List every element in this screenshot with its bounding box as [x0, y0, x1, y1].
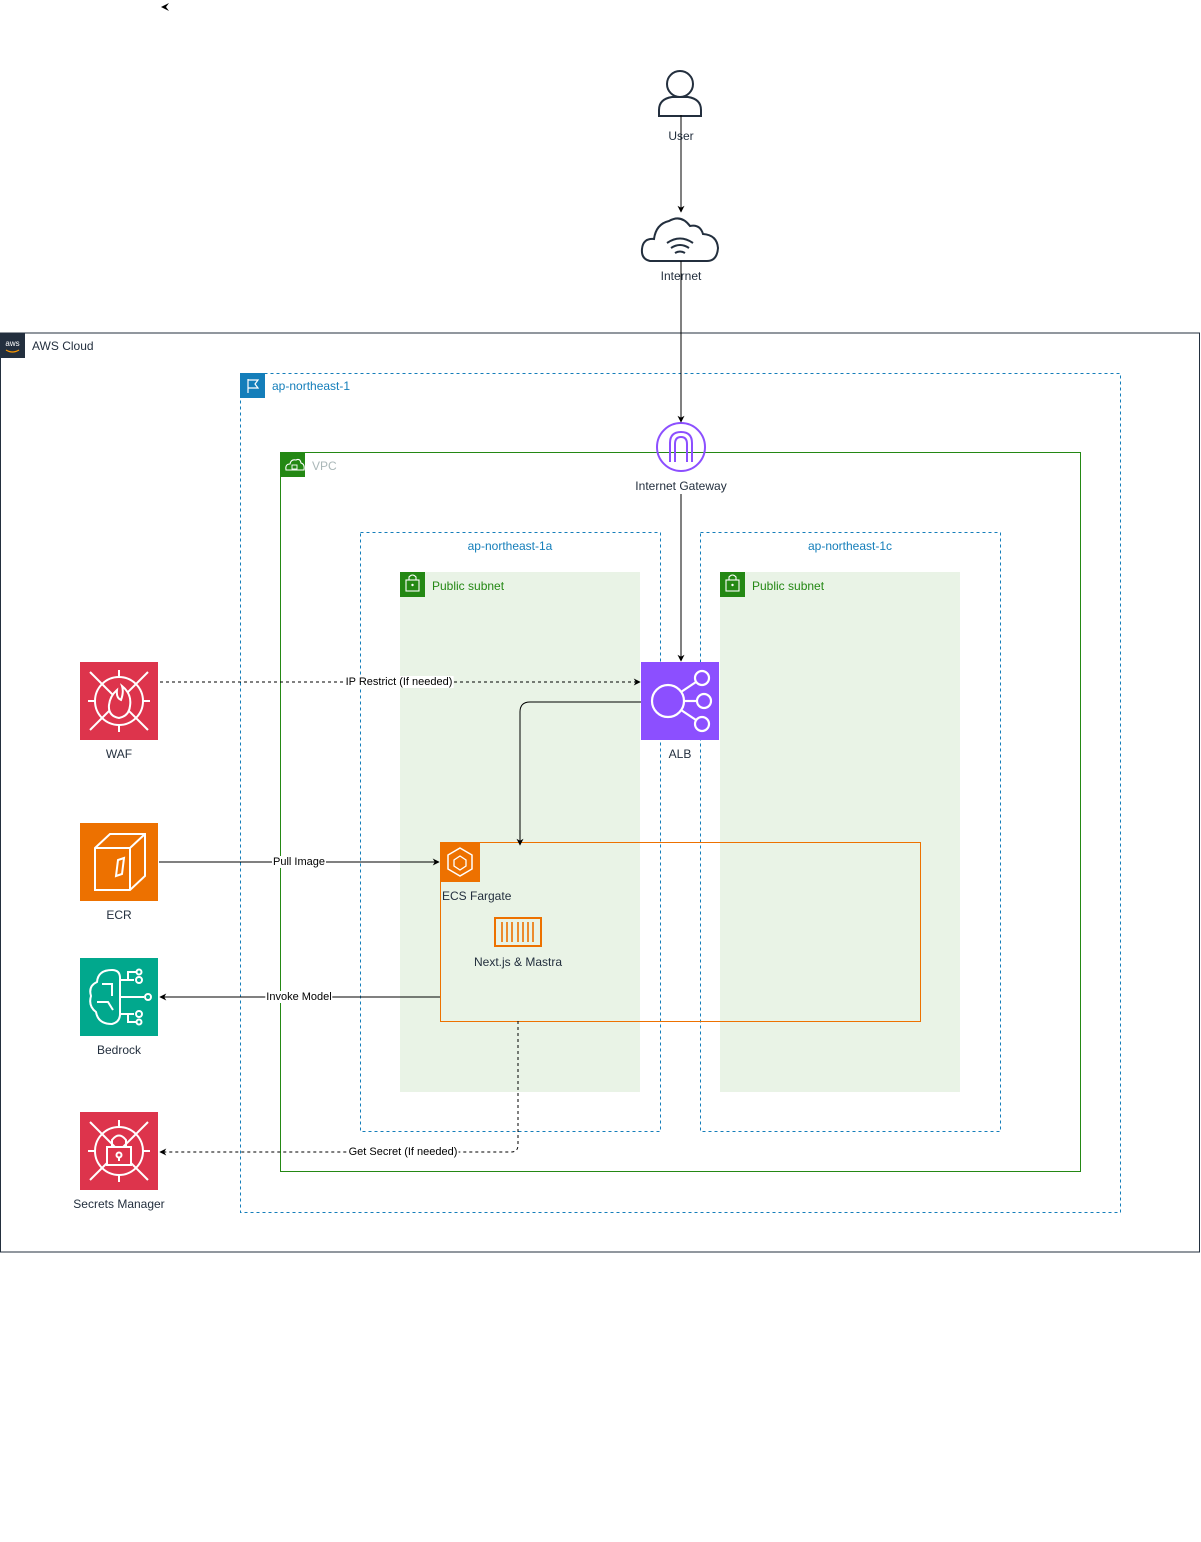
internet-label: Internet — [660, 269, 702, 283]
waf-icon — [80, 662, 158, 740]
user-icon — [658, 70, 702, 117]
ecs-label: ECS Fargate — [442, 889, 512, 903]
ecs-fargate-group — [440, 842, 921, 1022]
svg-text:aws: aws — [5, 339, 19, 348]
container-label: Next.js & Mastra — [473, 955, 563, 969]
ecs-icon — [440, 842, 480, 882]
region-title: ap-northeast-1 — [272, 379, 351, 393]
subnet-a-lock-icon — [400, 572, 425, 597]
container-icon — [494, 917, 542, 947]
user-label: User — [668, 129, 694, 143]
aws-logo-icon: aws — [0, 333, 25, 358]
edge-alb-ecs — [516, 701, 641, 846]
secrets-manager-icon — [80, 1112, 158, 1190]
subnet-c-group — [720, 572, 960, 1092]
edge-label-get-secret: Get Secret (If needed) — [347, 1146, 459, 1158]
igw-label: Internet Gateway — [635, 479, 727, 493]
stray-arrowhead — [161, 3, 169, 11]
az-c-title: ap-northeast-1c — [807, 539, 893, 553]
az-a-group — [360, 532, 661, 1132]
waf-label: WAF — [105, 747, 133, 761]
ecr-label: ECR — [106, 908, 132, 922]
vpc-title: VPC — [312, 459, 337, 473]
az-a-title: ap-northeast-1a — [467, 539, 553, 553]
vpc-cloud-icon — [280, 452, 305, 477]
bedrock-label: Bedrock — [96, 1043, 142, 1057]
vpc-group — [280, 452, 1081, 1172]
edge-label-invoke-model: Invoke Model — [265, 991, 333, 1003]
aws-cloud-title: AWS Cloud — [32, 339, 94, 353]
subnet-c-lock-icon — [720, 572, 745, 597]
bedrock-icon — [80, 958, 158, 1036]
internet-cloud-icon — [640, 217, 720, 262]
aws-cloud-group — [0, 332, 1200, 1253]
subnet-a-title: Public subnet — [432, 579, 505, 593]
az-c-group — [700, 532, 1001, 1132]
ecr-icon — [80, 823, 158, 901]
alb-label: ALB — [668, 747, 692, 761]
region-flag-icon — [240, 373, 265, 398]
edge-label-ip-restrict: IP Restrict (If needed) — [344, 676, 454, 688]
load-balancer-icon — [641, 662, 719, 740]
subnet-c-title: Public subnet — [752, 579, 825, 593]
edge-label-pull-image: Pull Image — [272, 856, 326, 868]
secrets-label: Secrets Manager — [73, 1197, 165, 1211]
internet-gateway-icon — [656, 422, 706, 472]
